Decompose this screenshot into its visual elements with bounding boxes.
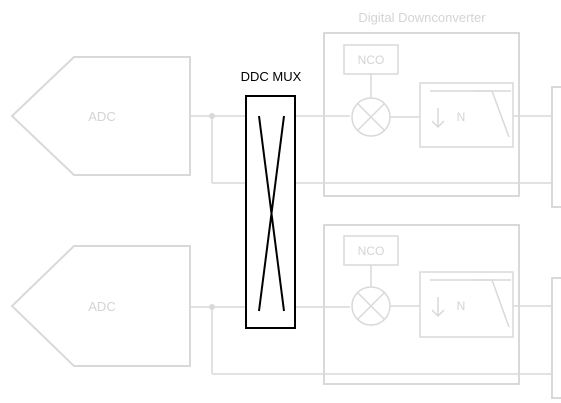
down-arrow-icon-bottom [431,297,445,318]
ddc-block-top: NCO N [323,32,552,197]
adc-top-wiring [190,113,552,184]
adc-label-top: ADC [88,109,115,124]
adc-block-bottom: ADC [10,245,191,367]
adc-bottom-wiring [190,304,552,375]
down-arrow-icon-top [431,108,445,129]
decim-label-bottom: N [457,299,466,313]
mixer-icon-top [351,97,391,137]
mux-label: DDC MUX [241,69,302,84]
ddc-title: Digital Downconverter [358,10,486,25]
nco-label-top: NCO [358,53,385,67]
decim-label-top: N [457,110,466,124]
decimation-filter-bottom: N [419,271,514,338]
ddc-block-bottom: NCO N [323,224,552,385]
ddc-mux-box [245,95,296,329]
adc-label-bottom: ADC [88,299,115,314]
decimation-filter-top: N [419,82,514,148]
nco-label-bottom: NCO [358,244,385,258]
output-bracket-top [551,86,561,208]
output-bracket-bottom [551,277,561,399]
mixer-icon-bottom [351,286,391,326]
adc-block-top: ADC [10,56,191,176]
